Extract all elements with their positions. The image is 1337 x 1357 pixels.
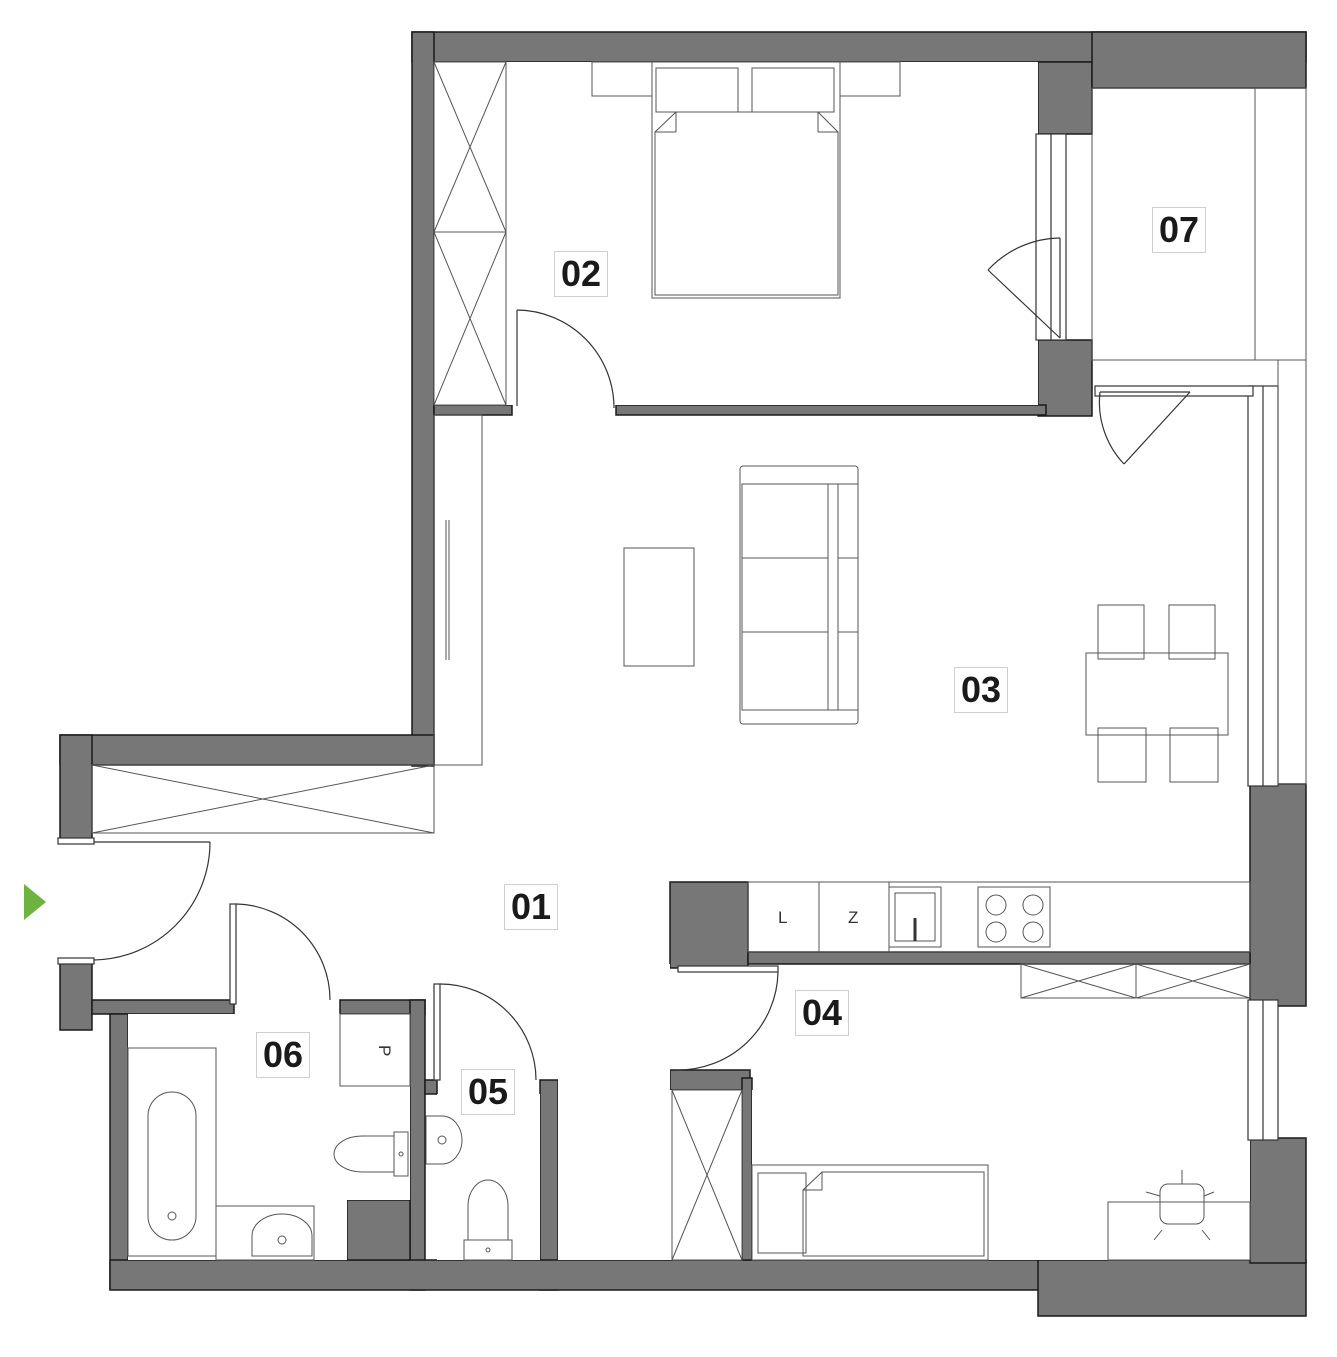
wall-east-mid [1249,783,1307,1007]
dishwasher-label: L [778,908,787,927]
fridge-label: Z [848,908,858,927]
door-bedroom [516,309,615,409]
kitchen-counter [747,881,1251,953]
double-bed [591,61,901,299]
room-label-03: 03 [954,667,1009,713]
loggia [1091,87,1307,785]
wall-loggia-west [1037,61,1093,135]
sofa [739,465,859,725]
wall-south-right [1037,1259,1307,1317]
wall-wc-east [539,1079,559,1291]
wall-bath-east [409,999,426,1291]
coffee-table [623,547,695,667]
door-bathroom [229,903,331,1005]
washing-machine [339,1013,411,1087]
entrance-arrow-icon [24,884,46,920]
wall-loggia-south [1037,339,1093,417]
study-upper-cabinet [1020,963,1251,999]
single-bed [751,1164,989,1261]
wall-kitchen-south [747,951,1251,965]
wall-west-bottom [59,959,93,1031]
wall-bedroom-south [433,404,513,416]
study-wardrobe [671,1089,743,1261]
wall-bath-notch [346,1199,411,1261]
doors [57,237,1191,1081]
wall-west-upper [411,31,435,767]
room-label-07: 07 [1152,207,1207,253]
wall-west-lower [59,734,93,841]
kitchen-sink [888,886,942,948]
entrance-wardrobe [91,764,482,834]
windows [1035,133,1279,1141]
room-label-06: 06 [256,1032,311,1078]
cooktop [977,886,1051,948]
dining-set [1085,604,1229,783]
bedroom-wardrobe [433,61,507,406]
wall-south [109,1259,1041,1291]
wall-bath-north [91,999,235,1015]
hall-wardrobe [433,414,483,766]
door-loggia-bedroom [987,237,1061,339]
washing-machine-label: P [375,1045,394,1056]
wall-bath-west [109,1013,129,1290]
room-label-05: 05 [461,1069,516,1115]
wall-study-west [741,1077,753,1261]
door-entrance [57,837,211,965]
wc-toilet [463,1179,513,1261]
wall-east-low [1249,1137,1307,1264]
room-label-04: 04 [795,990,850,1036]
wall-study-north-stub [669,1069,751,1091]
room-label-01: 01 [504,884,559,930]
door-loggia-living [1098,391,1191,465]
wc-sink [425,1115,463,1165]
door-study [675,965,779,1071]
window-loggia-top [1094,385,1254,397]
wall-wc-west-stub [424,1079,438,1095]
wall-bedroom-south-2 [615,404,1047,416]
desk [1107,1170,1251,1261]
wall-kitchen-block [669,881,749,969]
bathtub [127,1047,217,1257]
room-label-02: 02 [554,251,609,297]
walls [59,31,1307,1317]
bathroom-sink [215,1205,315,1261]
bathroom-toilet [333,1131,409,1177]
wall-north-right [1091,31,1307,89]
furniture [91,61,1251,1261]
wall-west-step [59,734,435,766]
door-wc [433,983,537,1081]
